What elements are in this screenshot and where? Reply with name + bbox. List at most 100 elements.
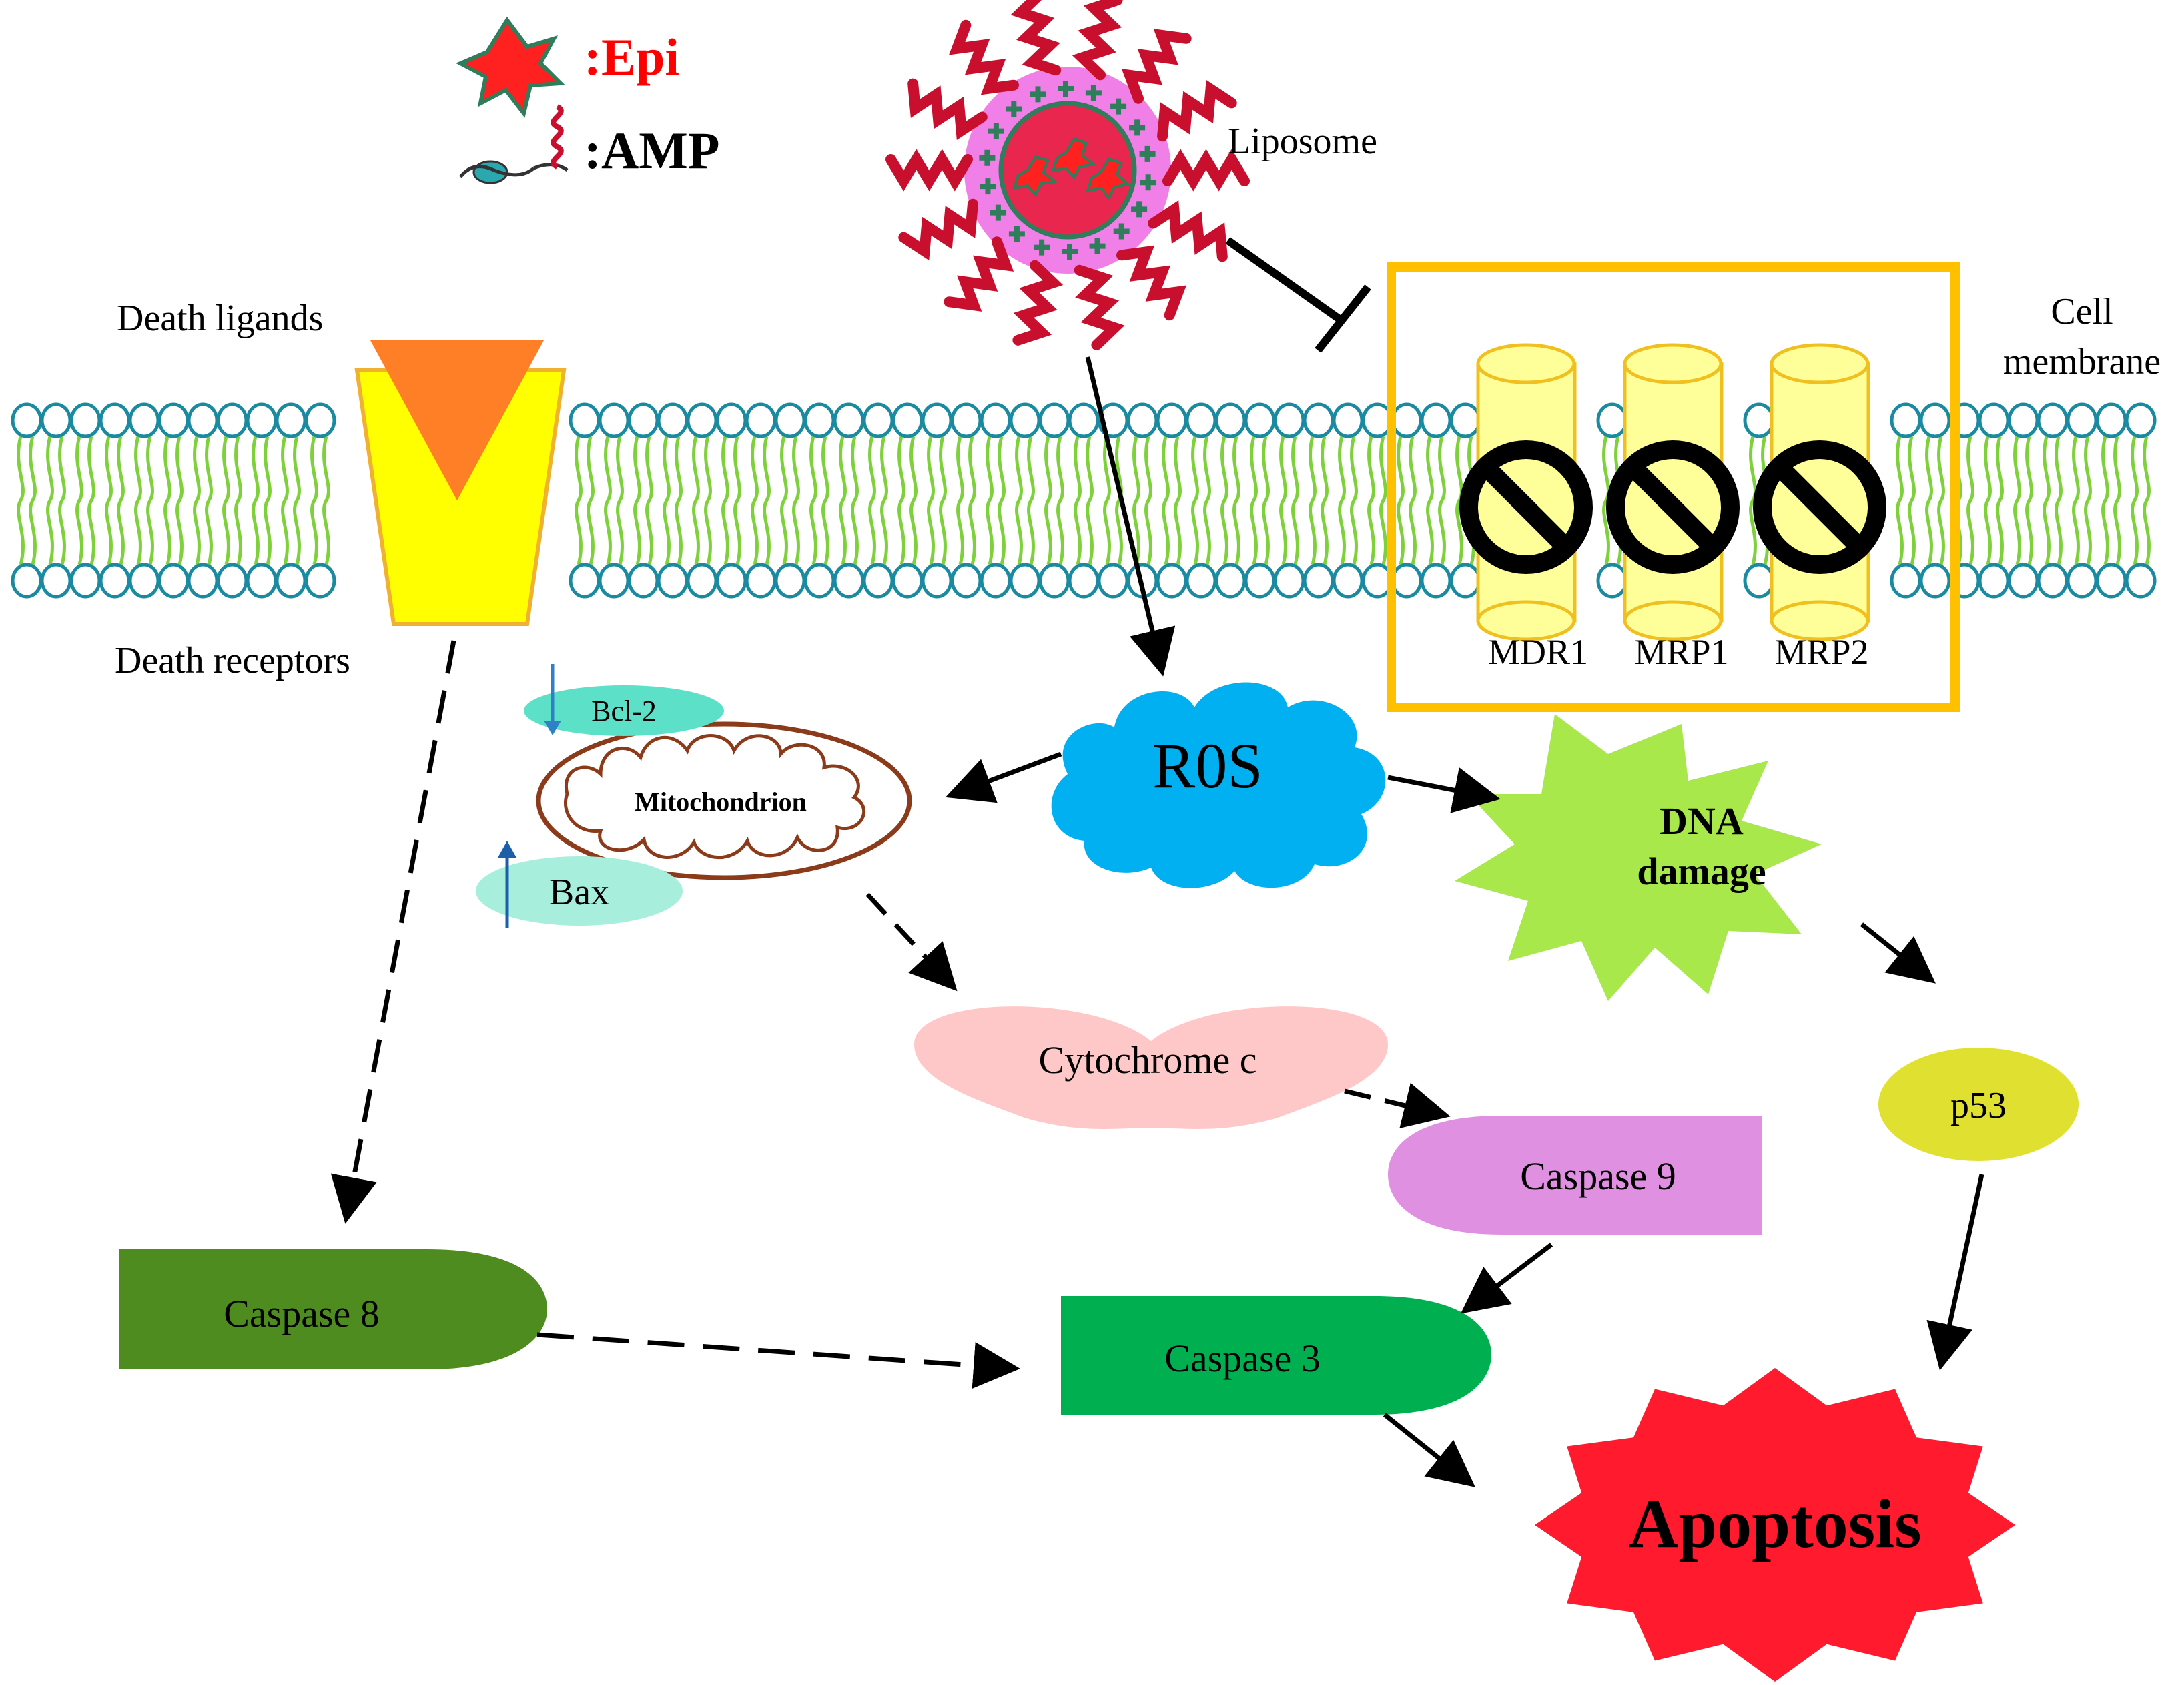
lipid-tail xyxy=(252,436,260,565)
lipid-tail xyxy=(1602,436,1610,565)
lipid-tail xyxy=(1350,436,1358,565)
lipid-head xyxy=(1449,563,1481,599)
lipid-head xyxy=(1978,402,2010,438)
lipid-head xyxy=(891,563,924,599)
lipid-head xyxy=(921,402,953,438)
lipid-head xyxy=(1244,563,1276,599)
cytochrome-c-label: Cytochrome c xyxy=(1039,1038,1257,1082)
lipid-head xyxy=(657,563,689,599)
arrow-cytochrome-to-caspase9 xyxy=(1344,1082,1451,1128)
lipid-tail xyxy=(1027,436,1035,565)
lipid-head xyxy=(2125,402,2157,438)
cytochrome-c-heart xyxy=(914,1006,1388,1129)
mrp2-label: MRP2 xyxy=(1774,632,1868,672)
surface-cross xyxy=(1089,238,1106,254)
lipid-head xyxy=(569,563,601,599)
lipid-tail xyxy=(998,436,1006,565)
bax-label: Bax xyxy=(549,872,609,913)
arrow-receptor-to-caspase8 xyxy=(330,640,456,1224)
arrow-dna-damage-to-p53 xyxy=(1860,922,1936,984)
lipid-tail xyxy=(1115,436,1123,565)
lipid-tail xyxy=(2025,436,2033,565)
liposome-label: Liposome xyxy=(1228,121,1377,162)
lipid-head xyxy=(980,402,1012,438)
lipid-tail xyxy=(751,436,759,565)
efflux-pumps xyxy=(1459,343,1886,641)
amp-helix xyxy=(907,78,988,141)
lipid-tail xyxy=(1966,436,1974,565)
lipid-head xyxy=(2125,563,2157,599)
mdr1-label: MDR1 xyxy=(1488,632,1588,672)
lipid-head xyxy=(2007,402,2039,438)
lipid-head xyxy=(1391,563,1423,599)
lipid-tail xyxy=(780,436,788,565)
surface-cross xyxy=(980,178,996,195)
lipid-head xyxy=(774,563,806,599)
mrp1-label: MRP1 xyxy=(1634,632,1728,672)
lipid-head xyxy=(1038,402,1070,438)
surface-cross xyxy=(1131,201,1148,218)
lipid-tail xyxy=(1044,436,1052,565)
lipid-head xyxy=(2066,402,2098,438)
lipid-head xyxy=(598,563,630,599)
caspase3-label: Caspase 3 xyxy=(1164,1337,1321,1380)
lipid-tail xyxy=(633,436,641,565)
lipid-head xyxy=(1596,402,1628,438)
bcl2-label: Bcl-2 xyxy=(591,695,657,727)
arrow-ros-to-mitochondrion xyxy=(945,751,1062,803)
lipid-tail xyxy=(1321,436,1329,565)
lipid-head xyxy=(1890,563,1922,599)
lipid-tail xyxy=(645,436,653,565)
lipid-head xyxy=(69,402,101,438)
surface-cross xyxy=(1006,101,1022,117)
lipid-head xyxy=(1097,563,1129,599)
lipid-tail xyxy=(2113,436,2121,565)
liposome-epi-cargo xyxy=(1012,137,1131,200)
lipid-tail xyxy=(1984,436,1992,565)
lipid-tail xyxy=(2101,436,2109,565)
lipid-tail xyxy=(205,436,213,565)
amp-helix xyxy=(1072,0,1123,81)
lipid-head xyxy=(1919,402,1951,438)
amp-helix xyxy=(898,198,978,261)
dna-damage-label-line2: damage xyxy=(1637,850,1766,893)
mdr1-pump xyxy=(1459,343,1593,641)
lipid-tail xyxy=(1086,436,1094,565)
lipid-tail xyxy=(322,436,330,565)
lipid-tail xyxy=(1397,436,1405,565)
death-ligands-label: Death ligands xyxy=(117,298,323,339)
lipid-head xyxy=(1420,402,1452,438)
surface-cross xyxy=(1110,98,1127,115)
lipid-head xyxy=(187,563,219,599)
lipid-head xyxy=(1890,402,1922,438)
lipid-head xyxy=(745,402,777,438)
lipid-tail xyxy=(1291,436,1299,565)
lipid-tail xyxy=(46,436,54,565)
lipid-tail xyxy=(1279,436,1287,565)
surface-cross xyxy=(1139,145,1156,162)
lipid-head xyxy=(246,402,278,438)
lipid-head xyxy=(216,563,248,599)
lipid-head xyxy=(69,563,101,599)
lipid-head xyxy=(803,402,835,438)
lipid-head xyxy=(921,563,953,599)
epi-star-icon xyxy=(456,16,565,118)
surface-cross xyxy=(1034,239,1050,256)
lipid-tail xyxy=(1309,436,1317,565)
surface-cross xyxy=(990,204,1006,221)
mitochondrion-label: Mitochondrion xyxy=(635,787,807,817)
mitochondrion-outer-membrane xyxy=(536,721,912,880)
ros-label: R0S xyxy=(1152,730,1262,801)
lipid-head xyxy=(11,402,43,438)
dna-damage-burst xyxy=(1455,714,1822,1001)
lipid-head xyxy=(1391,402,1423,438)
surface-cross xyxy=(1140,174,1156,191)
caspase3-shape xyxy=(1061,1296,1491,1415)
legend-epi-label: :Epi xyxy=(584,28,679,86)
surface-cross xyxy=(1113,223,1130,240)
arrow-caspase3-to-apoptosis xyxy=(1383,1413,1475,1487)
lipid-tail xyxy=(117,436,125,565)
lipid-tail xyxy=(692,436,700,565)
amp-helix xyxy=(1010,0,1062,76)
lipid-tail xyxy=(58,436,66,565)
